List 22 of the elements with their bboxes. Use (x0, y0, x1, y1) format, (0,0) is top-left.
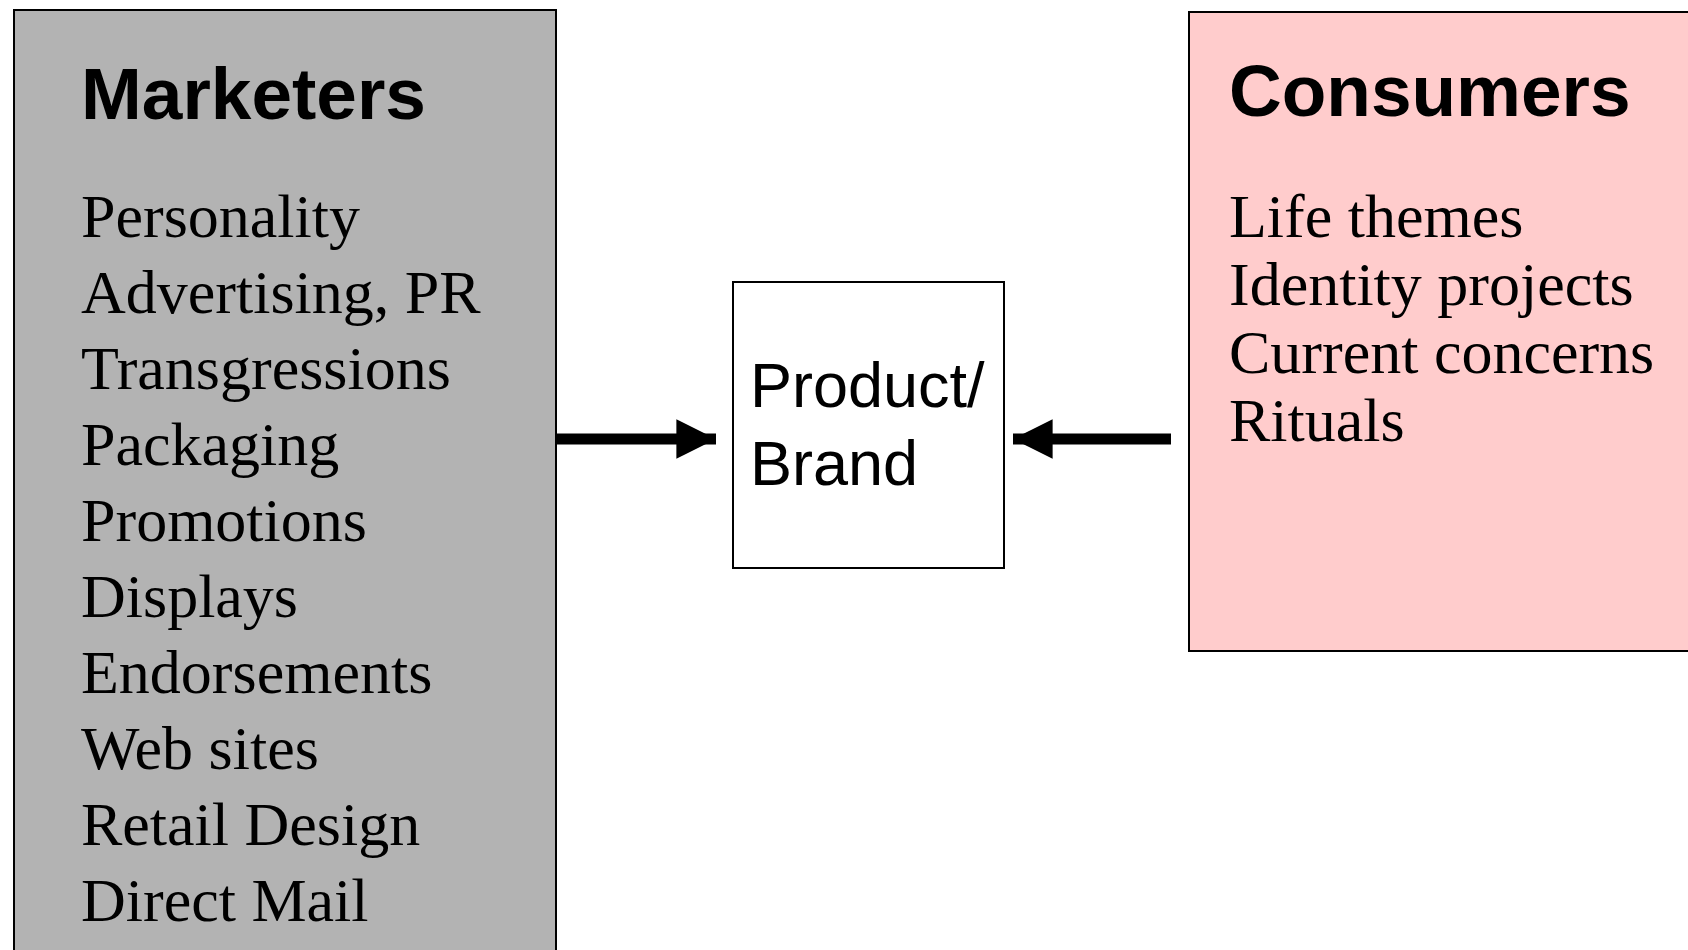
list-item: Promotions (81, 485, 367, 556)
list-item: Current concerns (1229, 318, 1655, 386)
list-item: Transgressions (81, 333, 451, 404)
list-item: Advertising, PR (81, 257, 481, 328)
arrow (1013, 419, 1171, 459)
list-item: Endorsements (81, 637, 433, 708)
panel-heading: Marketers (81, 56, 426, 132)
list-item: Personality (81, 181, 360, 252)
list-item: Retail Design (81, 789, 421, 860)
list-item: Life themes (1229, 182, 1524, 250)
list-item: Direct Mail (81, 865, 369, 936)
list-item: Identity projects (1229, 250, 1634, 318)
list-item: Packaging (81, 409, 340, 480)
box-label: Product/ Brand (750, 349, 986, 500)
process-box (732, 281, 1005, 569)
list-item: Web sites (81, 713, 319, 784)
panel (1188, 11, 1688, 652)
arrow (557, 419, 716, 459)
list-item: Rituals (1229, 386, 1405, 454)
panel (13, 9, 557, 950)
list-item: Displays (81, 561, 298, 632)
panel-heading: Consumers (1229, 53, 1631, 129)
